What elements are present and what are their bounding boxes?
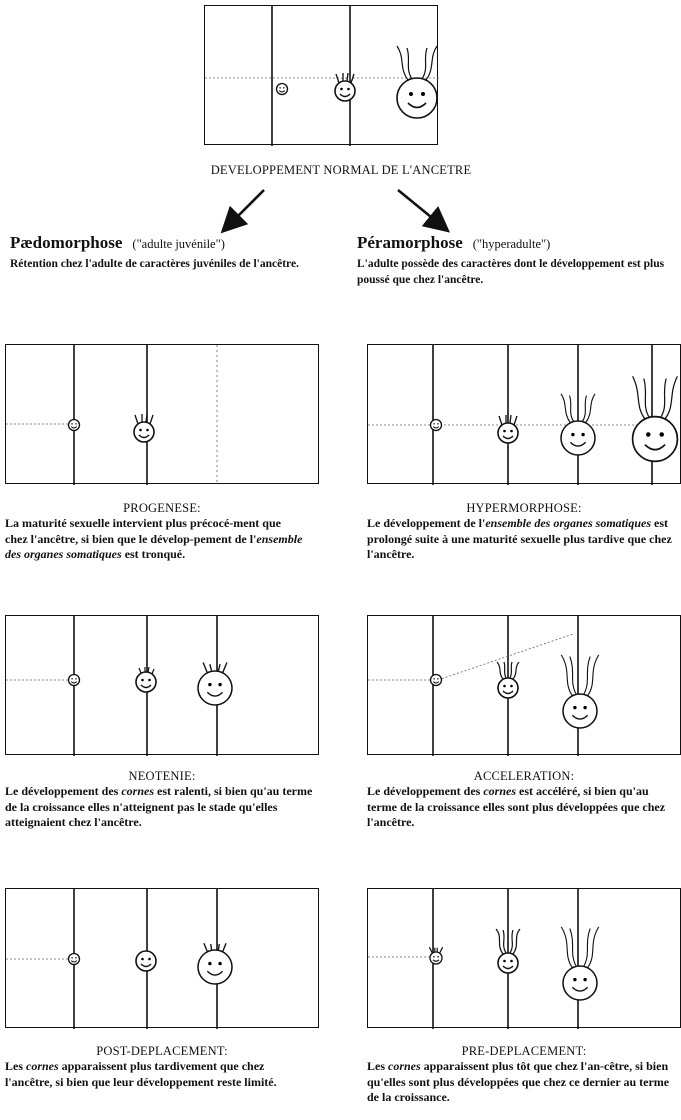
progenese-text-1: La maturité sexuelle intervient plus pré… [5,516,281,546]
pre-deplacement-title: PRE-DEPLACEMENT: [461,1044,587,1058]
peramorphose-title: Péramorphose [357,233,463,252]
paedomorphose-subtitle: ("adulte juvénile") [132,237,225,251]
face-juvenile-icon [67,673,81,687]
hypermorphose-diagram [367,344,681,485]
hypermorphose-text-2: est prolongé suite à une maturité sexuel… [367,516,672,561]
pre-deplacement-diagram [367,888,681,1029]
face-adult-icon [396,45,438,119]
pre-text-em: cornes [388,1059,421,1073]
peramorphose-subtitle: ("hyperadulte") [472,237,551,251]
ancestor-diagram [204,5,439,146]
neotenie-text-2: est ralenti, si bien qu'au terme de la c… [5,784,313,829]
face-adult-icon [560,393,596,456]
neotenie-text-1: Le développement des [5,784,122,798]
face-adult-icon [197,662,233,706]
neotenie-text-em: cornes [121,784,154,798]
post-deplacement-desc: Les cornes apparaissent plus tardivement… [5,1059,305,1090]
acceleration-title: ACCELERATION: [473,769,575,783]
acceleration-diagram [367,615,681,756]
acceleration-desc: Le développement des cornes est accéléré… [367,784,677,831]
face-intermediate-icon [135,950,157,972]
hypermorphose-desc: Le développement de l'ensemble des organ… [367,516,677,563]
right-column-header: Péramorphose ("hyperadulte") [357,233,681,252]
paedomorphose-desc: Rétention chez l'adulte de caractères ju… [10,258,299,270]
face-adult-icon [560,926,600,1001]
hypermorphose-text-em: ensemble des organes somatiques [485,516,651,530]
face-juvenile-icon [429,673,443,687]
face-intermediate-icon [334,72,356,102]
neotenie-title: NEOTENIE: [128,769,196,783]
acceleration-text-em: cornes [483,784,516,798]
face-juvenile-icon [275,82,289,96]
post-text-em: cornes [26,1059,59,1073]
post-text-2: apparaissent plus tardivement que chez l… [5,1059,277,1089]
arrow-left-icon [220,189,265,234]
progenese-text-2: est tronqué. [121,547,186,561]
hypermorphose-title: HYPERMORPHOSE: [466,501,582,515]
peramorphose-desc: L'adulte possède des caractères dont le … [357,258,665,286]
progenese-text-em: ensemble des organes somatiques [5,531,303,562]
left-column-header: Pædomorphose ("adulte juvénile") [10,233,340,252]
arrows [220,188,451,234]
arrow-right-icon [397,188,451,233]
acceleration-text-1: Le développement des [367,784,484,798]
progenese-desc: La maturité sexuelle intervient plus pré… [5,516,305,563]
acceleration-text-2: est accéléré, si bien qu'au terme de la … [367,784,666,829]
face-intermediate-icon [497,414,519,444]
post-text-1: Les [5,1059,26,1073]
top-caption: DEVELOPPEMENT NORMAL DE L'ANCETRE [210,163,472,177]
face-adult-icon [560,654,600,729]
progenese-diagram [5,344,319,485]
ancestor-diagram-svg [205,6,439,146]
face-intermediate-icon [135,666,157,693]
post-deplacement-diagram [5,888,319,1029]
face-intermediate-icon [495,928,521,974]
face-adult-icon [197,942,233,985]
neotenie-desc: Le développement des cornes est ralenti,… [5,784,317,831]
face-hyperadult-icon [631,376,679,463]
progenese-title: PROGENESE: [123,501,201,515]
face-intermediate-icon [496,661,520,699]
neotenie-diagram [5,615,319,756]
face-juvenile-icon [67,418,81,432]
face-juvenile-icon [67,952,81,966]
pre-text-1: Les [367,1059,388,1073]
pre-text-2: apparaissent plus tôt que chez l'an-cêtr… [367,1059,670,1104]
pre-deplacement-desc: Les cornes apparaissent plus tôt que che… [367,1059,677,1106]
hypermorphose-text-1: Le développement de l' [367,516,486,530]
post-deplacement-title: POST-DEPLACEMENT: [96,1044,228,1058]
face-intermediate-icon [133,413,155,443]
face-juvenile-icon [429,418,443,432]
face-juvenile-icon [428,946,444,965]
paedomorphose-title: Pædomorphose [10,233,123,252]
